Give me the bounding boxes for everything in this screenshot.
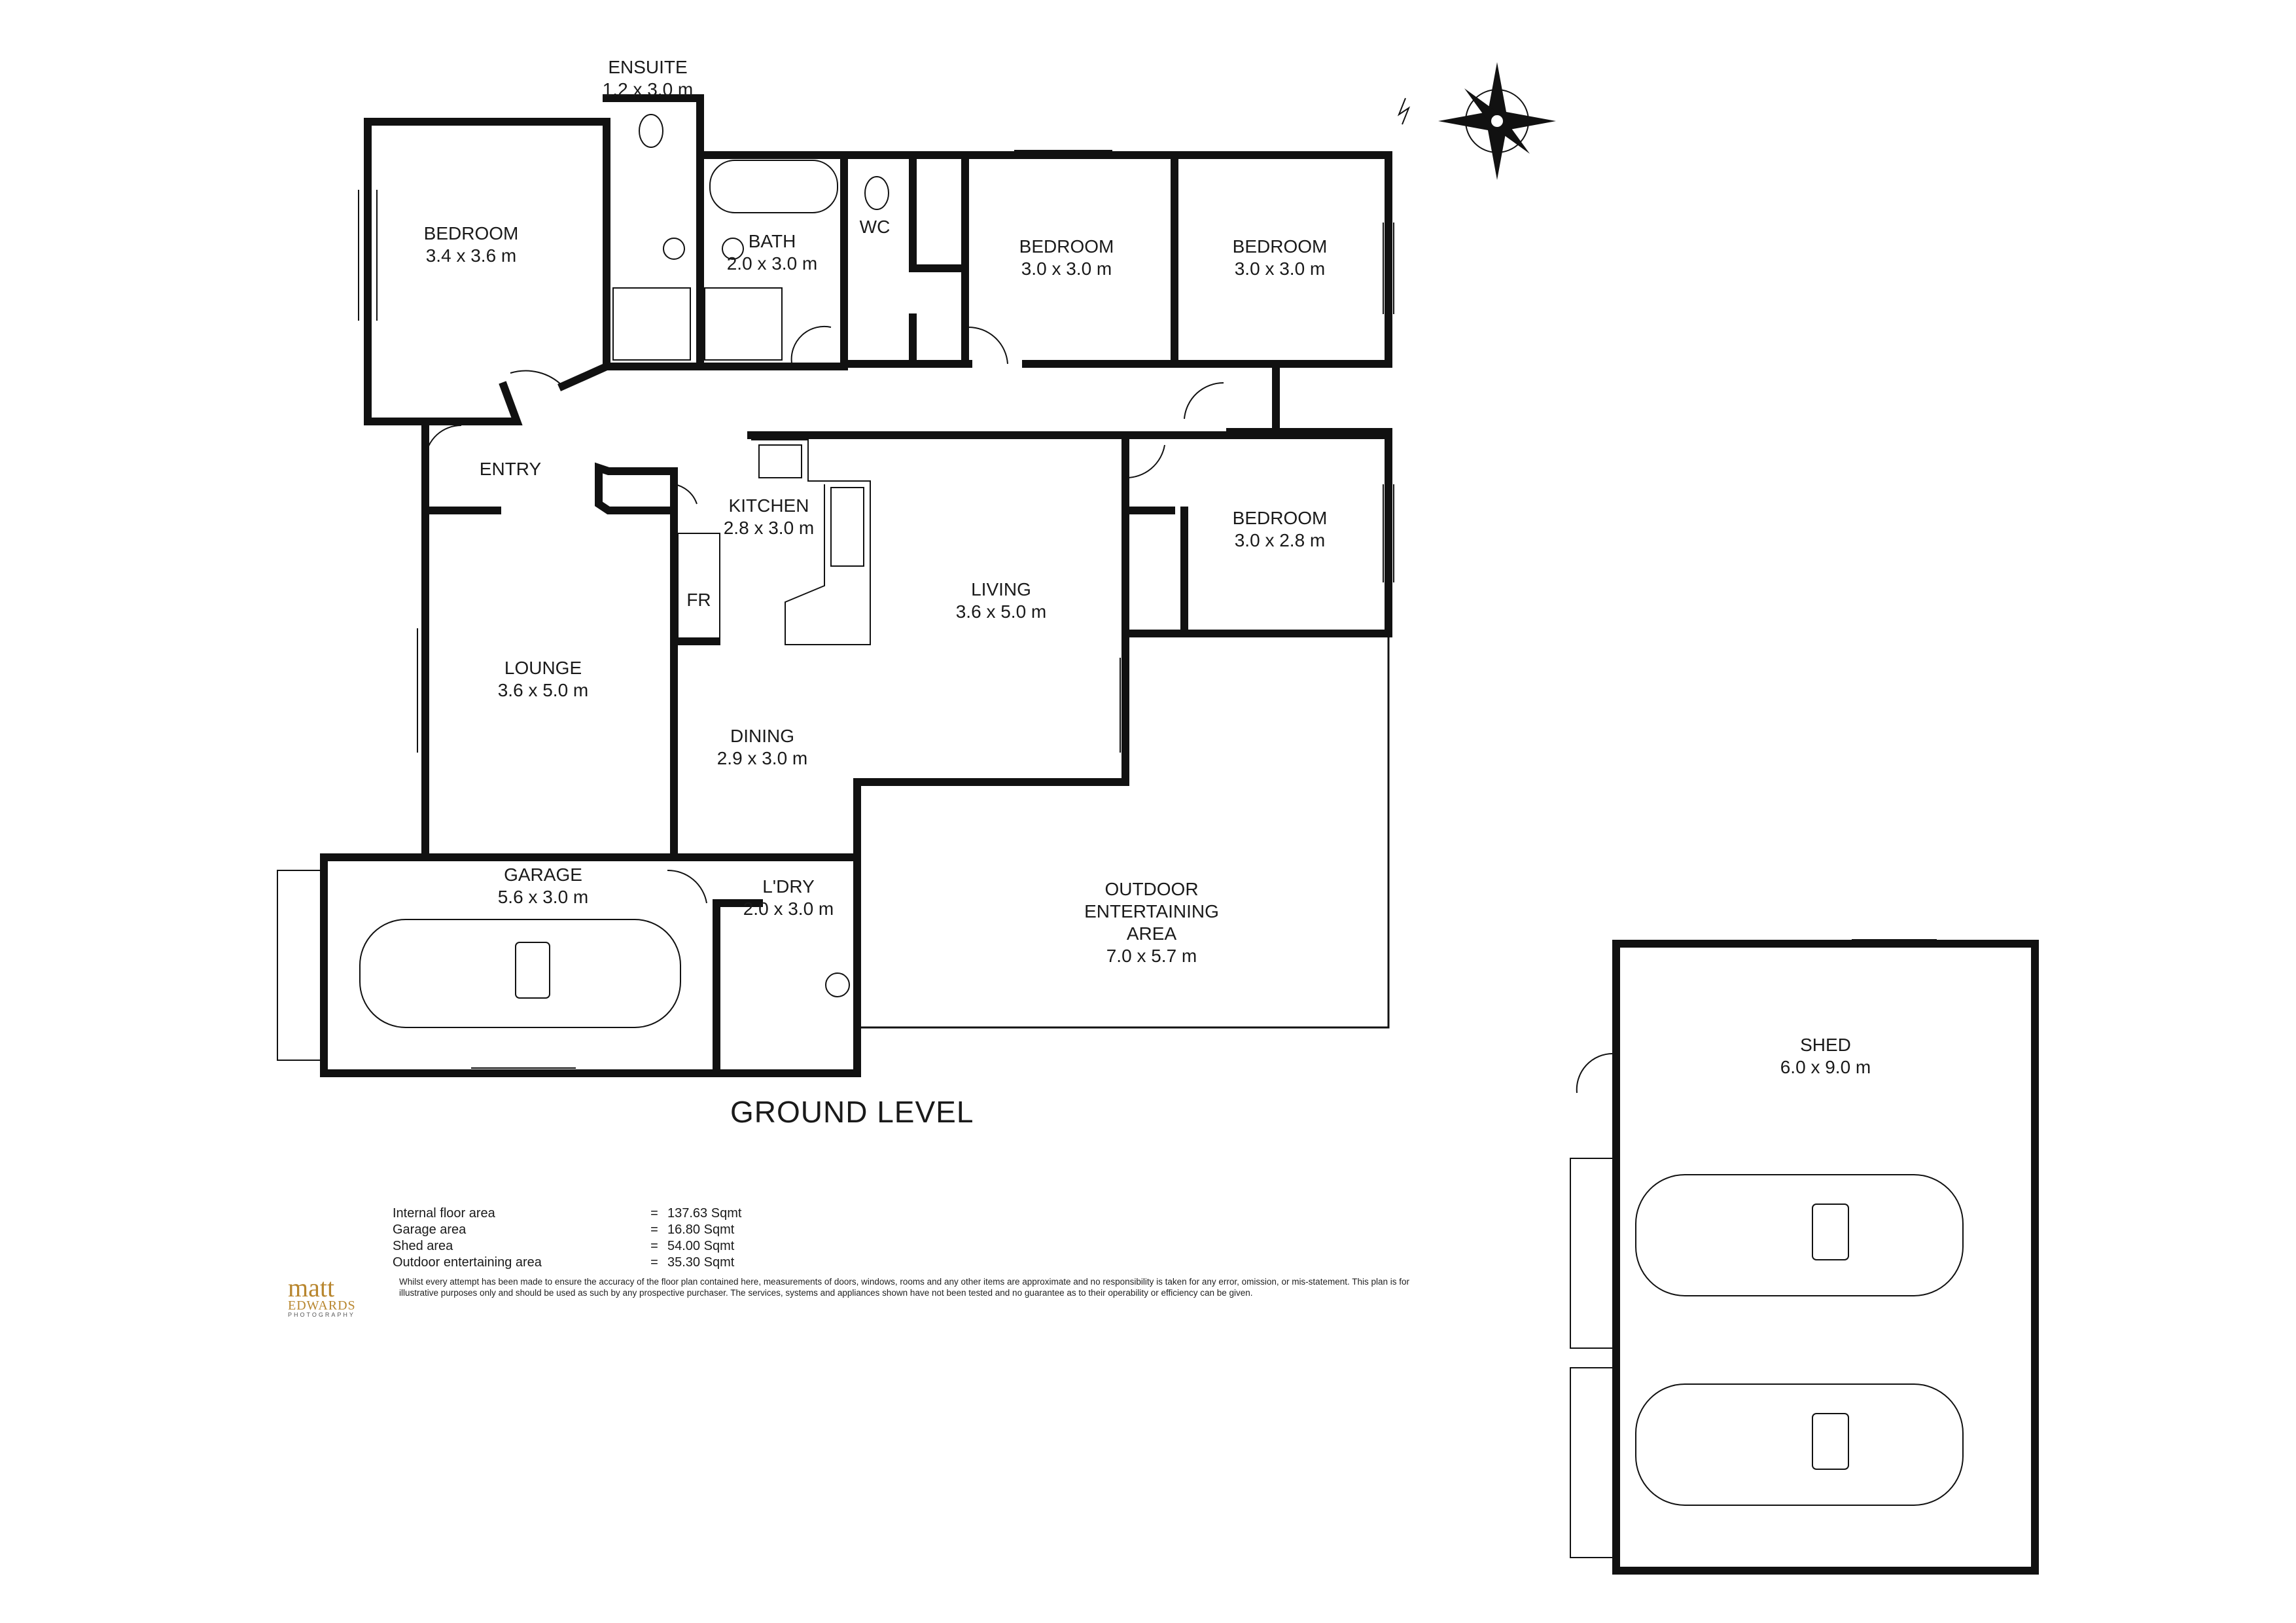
disclaimer-text: Whilst every attempt has been made to en… <box>399 1277 1410 1298</box>
walls <box>320 94 2039 1575</box>
kitchen-bench <box>677 439 871 645</box>
area-row: Internal floor area=137.63 Sqmt <box>393 1206 742 1221</box>
garage-car-icon <box>359 919 681 1028</box>
shed-car-1-icon <box>1635 1174 1964 1296</box>
room-label-wc: WC <box>859 217 891 237</box>
windows <box>277 150 1937 1558</box>
car-icons <box>359 919 1964 1506</box>
area-summary: Internal floor area=137.63 Sqmt Garage a… <box>393 1205 785 1271</box>
room-label-fridge: FR <box>686 590 711 610</box>
compass-rose-icon <box>1397 62 1556 180</box>
area-row: Garage area=16.80 Sqmt <box>393 1222 735 1237</box>
bedroom1-walls <box>364 118 523 425</box>
room-label-entry: ENTRY <box>479 459 542 479</box>
plan-title: GROUND LEVEL <box>730 1095 974 1129</box>
shed-car-2-icon <box>1635 1383 1964 1506</box>
bedroom2-walls <box>899 151 1392 368</box>
area-row: Outdoor entertaining area=35.30 Sqmt <box>393 1255 735 1270</box>
bedroom3-closet <box>1213 360 1280 436</box>
bedroom1-right-wall <box>557 118 610 391</box>
bedroom4-walls <box>1122 431 1392 637</box>
doors <box>425 325 1614 1094</box>
company-logo: matt EDWARDS PHOTOGRAPHY <box>288 1273 356 1319</box>
pantry-walls <box>595 462 678 514</box>
area-row: Shed area=54.00 Sqmt <box>393 1239 735 1253</box>
bathroom-fixtures <box>612 114 889 997</box>
